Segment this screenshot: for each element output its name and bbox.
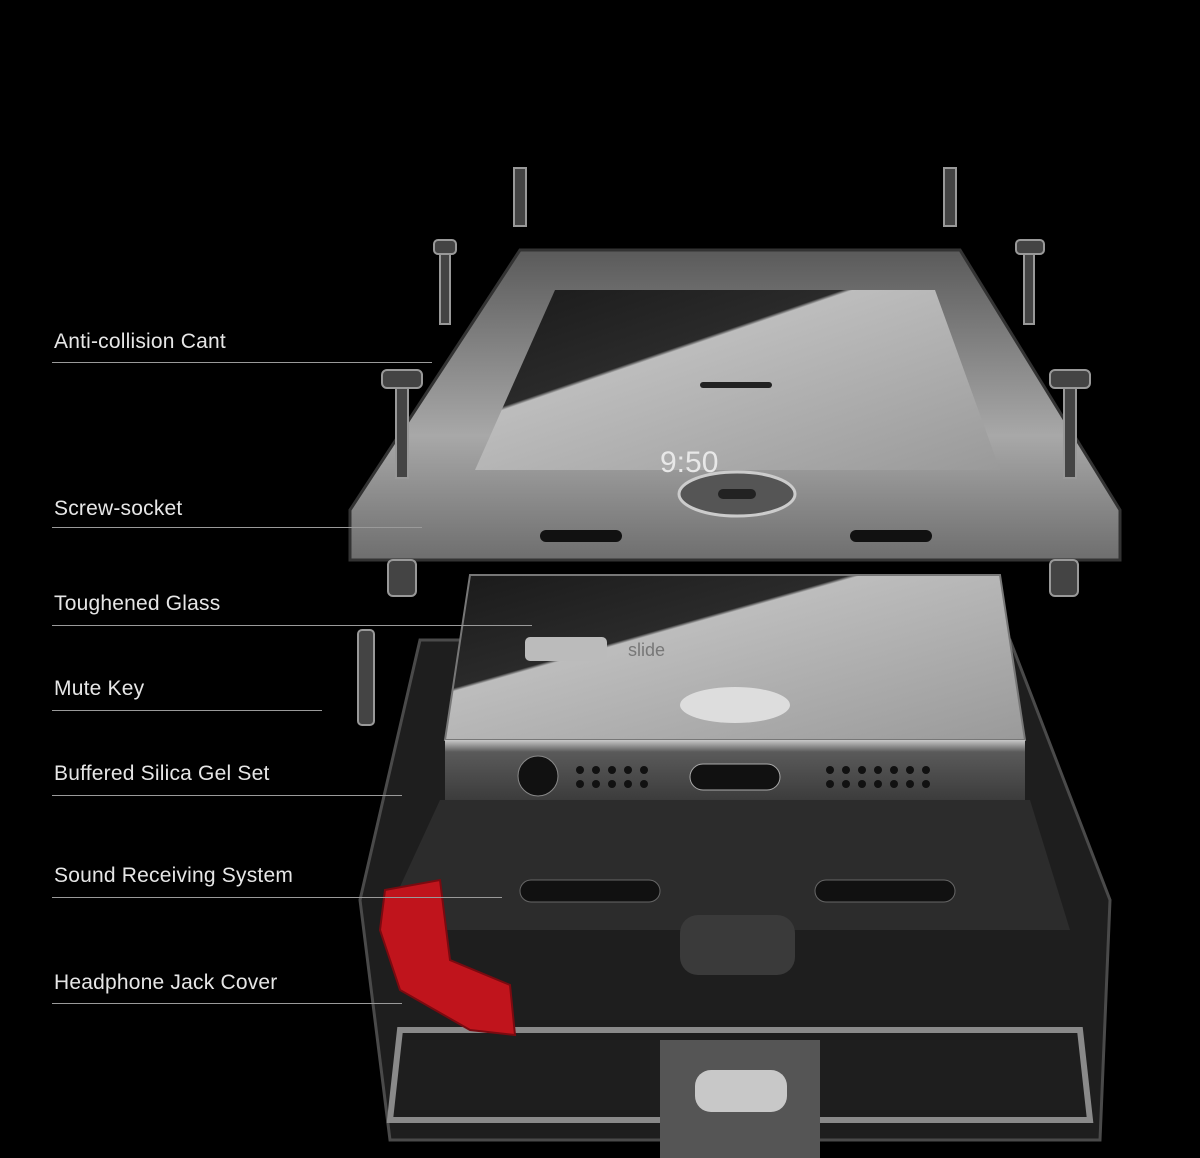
callout-line: [52, 362, 432, 363]
callout-line: [52, 1003, 402, 1004]
callout-label: Toughened Glass: [54, 592, 221, 615]
callout-label: Sound Receiving System: [54, 864, 294, 887]
callout-line: [52, 795, 402, 796]
callout-label: Anti-collision Cant: [54, 330, 226, 353]
callout-line: [52, 625, 532, 626]
front-frame: 9:50: [348, 248, 1122, 562]
slide-text: slide: [628, 640, 665, 660]
callout-label: Buffered Silica Gel Set: [54, 762, 270, 785]
callout-label: Screw-socket: [54, 497, 183, 520]
callout-line: [52, 527, 422, 528]
callout-label: Mute Key: [54, 677, 145, 700]
screws: [357, 167, 1091, 726]
phone: slide: [443, 574, 1027, 800]
headphone-jack-cover: [378, 878, 517, 1037]
callout-line: [52, 897, 502, 898]
callout-line: [52, 710, 322, 711]
callout-label: Headphone Jack Cover: [54, 971, 278, 994]
